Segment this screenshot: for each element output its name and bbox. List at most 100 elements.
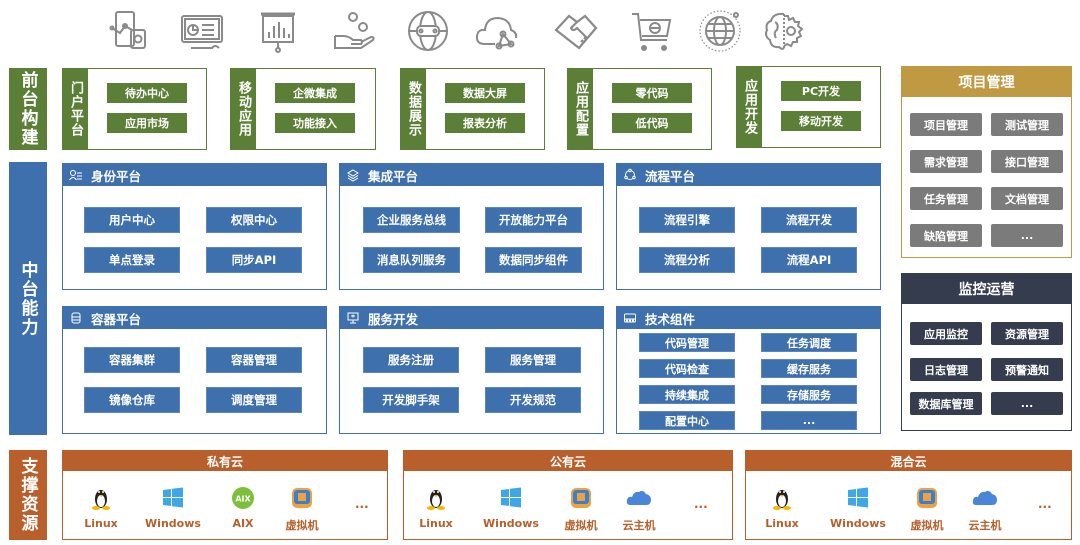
cloud-network-icon [473, 8, 519, 54]
project-item-button[interactable]: 项目管理 [910, 113, 982, 136]
project-item-button[interactable]: 需求管理 [910, 150, 982, 173]
capability-button[interactable]: 服务注册 [363, 347, 459, 373]
capability-button[interactable]: 存储服务 [761, 385, 857, 404]
front-item-button[interactable]: 功能接入 [275, 113, 355, 133]
resource-item[interactable]: Linux [401, 485, 471, 530]
resource-item[interactable]: 云主机 [604, 485, 674, 533]
resource-item[interactable]: 虚拟机 [546, 485, 616, 533]
capability-button[interactable]: 企业服务总线 [363, 207, 460, 233]
project-item-button[interactable]: 任务管理 [910, 187, 982, 210]
layer-label-middle: 中台能力 [9, 162, 47, 435]
capability-button[interactable]: 权限中心 [206, 207, 302, 233]
resource-label: 虚拟机 [564, 519, 598, 532]
panel-header: 服务开发 [340, 307, 603, 329]
cloud-title: 混合云 [746, 451, 1071, 471]
front-item-button[interactable]: 低代码 [612, 113, 692, 133]
capability-button[interactable]: 流程分析 [639, 247, 735, 273]
front-group-data-display: 数据展示 数据大屏 报表分析 [400, 68, 545, 150]
monitoring-item-button[interactable]: 预警通知 [991, 358, 1063, 381]
more-resources[interactable]: ... [694, 497, 708, 511]
capability-button[interactable]: 容器管理 [206, 347, 302, 373]
panel-header: 流程平台 [617, 164, 880, 186]
cloud-host-icon [626, 485, 652, 511]
front-group-label: 应用配置 [568, 69, 593, 149]
front-item-button[interactable]: 应用市场 [107, 113, 187, 133]
panel-header: 容器平台 [63, 307, 326, 329]
resource-item[interactable]: Linux [66, 485, 136, 530]
resource-item[interactable]: 虚拟机 [892, 485, 962, 533]
panel-container-platform: 容器平台 容器集群 容器管理 镜像仓库 调度管理 [62, 306, 327, 434]
capability-more-button[interactable]: ... [761, 411, 857, 430]
capability-button[interactable]: 缓存服务 [761, 359, 857, 378]
project-item-button[interactable]: 文档管理 [991, 187, 1063, 210]
capability-button[interactable]: 服务管理 [485, 347, 581, 373]
panel-title: 服务开发 [368, 311, 419, 327]
monitoring-item-button[interactable]: 应用监控 [910, 322, 982, 345]
capability-button[interactable]: 流程API [761, 247, 857, 273]
windows-logo-icon [160, 485, 186, 511]
resource-label: Linux [84, 517, 118, 530]
front-item-button[interactable]: 报表分析 [445, 113, 525, 133]
resource-item[interactable]: AIX [208, 485, 278, 530]
capability-button[interactable]: 任务调度 [761, 333, 857, 352]
virtual-machine-icon [914, 485, 940, 511]
resource-label: AIX [232, 517, 254, 530]
monitoring-item-button[interactable]: 数据库管理 [910, 392, 982, 415]
cloud-title: 私有云 [63, 451, 387, 471]
database-icon [69, 311, 83, 325]
capability-button[interactable]: 代码检查 [639, 359, 735, 378]
front-item-button[interactable]: 零代码 [612, 83, 692, 103]
front-item-button[interactable]: 待办中心 [107, 83, 187, 103]
resource-item[interactable]: Windows [823, 485, 893, 530]
project-management-panel: 项目管理 项目管理 测试管理 需求管理 接口管理 任务管理 文档管理 缺陷管理 … [901, 66, 1072, 258]
resource-item[interactable]: 云主机 [950, 485, 1020, 533]
project-item-button[interactable]: 测试管理 [991, 113, 1063, 136]
resource-item[interactable]: 虚拟机 [267, 485, 337, 533]
more-resources[interactable]: ... [355, 497, 369, 511]
resource-label: Windows [145, 517, 201, 530]
project-item-button[interactable]: 缺陷管理 [910, 224, 982, 247]
capability-button[interactable]: 代码管理 [639, 333, 735, 352]
front-group-label: 应用开发 [737, 67, 762, 147]
capability-button[interactable]: 消息队列服务 [363, 247, 460, 273]
monitoring-more-button[interactable]: ... [991, 392, 1063, 415]
panel-service-development: 服务开发 服务注册 服务管理 开发脚手架 开发规范 [339, 306, 604, 434]
monitoring-item-button[interactable]: 资源管理 [991, 322, 1063, 345]
more-resources[interactable]: ... [1038, 497, 1052, 511]
capability-button[interactable]: 流程引擎 [639, 207, 735, 233]
project-more-button[interactable]: ... [991, 224, 1063, 247]
world-globe-icon [697, 8, 743, 54]
resource-item[interactable]: Windows [476, 485, 546, 530]
panel-process-platform: 流程平台 流程引擎 流程开发 流程分析 流程API [616, 163, 881, 290]
front-item-button[interactable]: 数据大屏 [445, 83, 525, 103]
resource-item[interactable]: Windows [138, 485, 208, 530]
linux-penguin-icon [88, 485, 114, 511]
hand-coins-icon [331, 8, 377, 54]
capability-button[interactable]: 镜像仓库 [84, 387, 180, 413]
project-item-button[interactable]: 接口管理 [991, 150, 1063, 173]
private-cloud-panel: 私有云 Linux Windows AIX 虚拟机 ... [62, 450, 388, 540]
handshake-icon [553, 8, 599, 54]
capability-button[interactable]: 开放能力平台 [485, 207, 582, 233]
capability-button[interactable]: 开发规范 [485, 387, 581, 413]
front-item-button[interactable]: 移动开发 [781, 111, 861, 131]
capability-button[interactable]: 同步API [206, 247, 302, 273]
hybrid-cloud-panel: 混合云 Linux Windows 虚拟机 云主机 ... [745, 450, 1072, 540]
resource-label: 虚拟机 [910, 519, 944, 532]
resource-item[interactable]: Linux [747, 485, 817, 530]
capability-button[interactable]: 配置中心 [639, 411, 735, 430]
capability-button[interactable]: 容器集群 [84, 347, 180, 373]
capability-button[interactable]: 流程开发 [761, 207, 857, 233]
monitoring-operations-panel: 监控运营 应用监控 资源管理 日志管理 预警通知 数据库管理 ... [901, 273, 1072, 431]
layers-icon [346, 168, 360, 182]
capability-button[interactable]: 持续集成 [639, 385, 735, 404]
monitoring-item-button[interactable]: 日志管理 [910, 358, 982, 381]
capability-button[interactable]: 数据同步组件 [485, 247, 582, 273]
capability-button[interactable]: 用户中心 [84, 207, 180, 233]
capability-button[interactable]: 单点登录 [84, 247, 180, 273]
capability-button[interactable]: 调度管理 [206, 387, 302, 413]
front-item-button[interactable]: PC开发 [781, 81, 861, 101]
capability-button[interactable]: 开发脚手架 [363, 387, 459, 413]
front-item-button[interactable]: 企微集成 [275, 83, 355, 103]
panel-identity-platform: 身份平台 用户中心 权限中心 单点登录 同步API [62, 163, 327, 290]
